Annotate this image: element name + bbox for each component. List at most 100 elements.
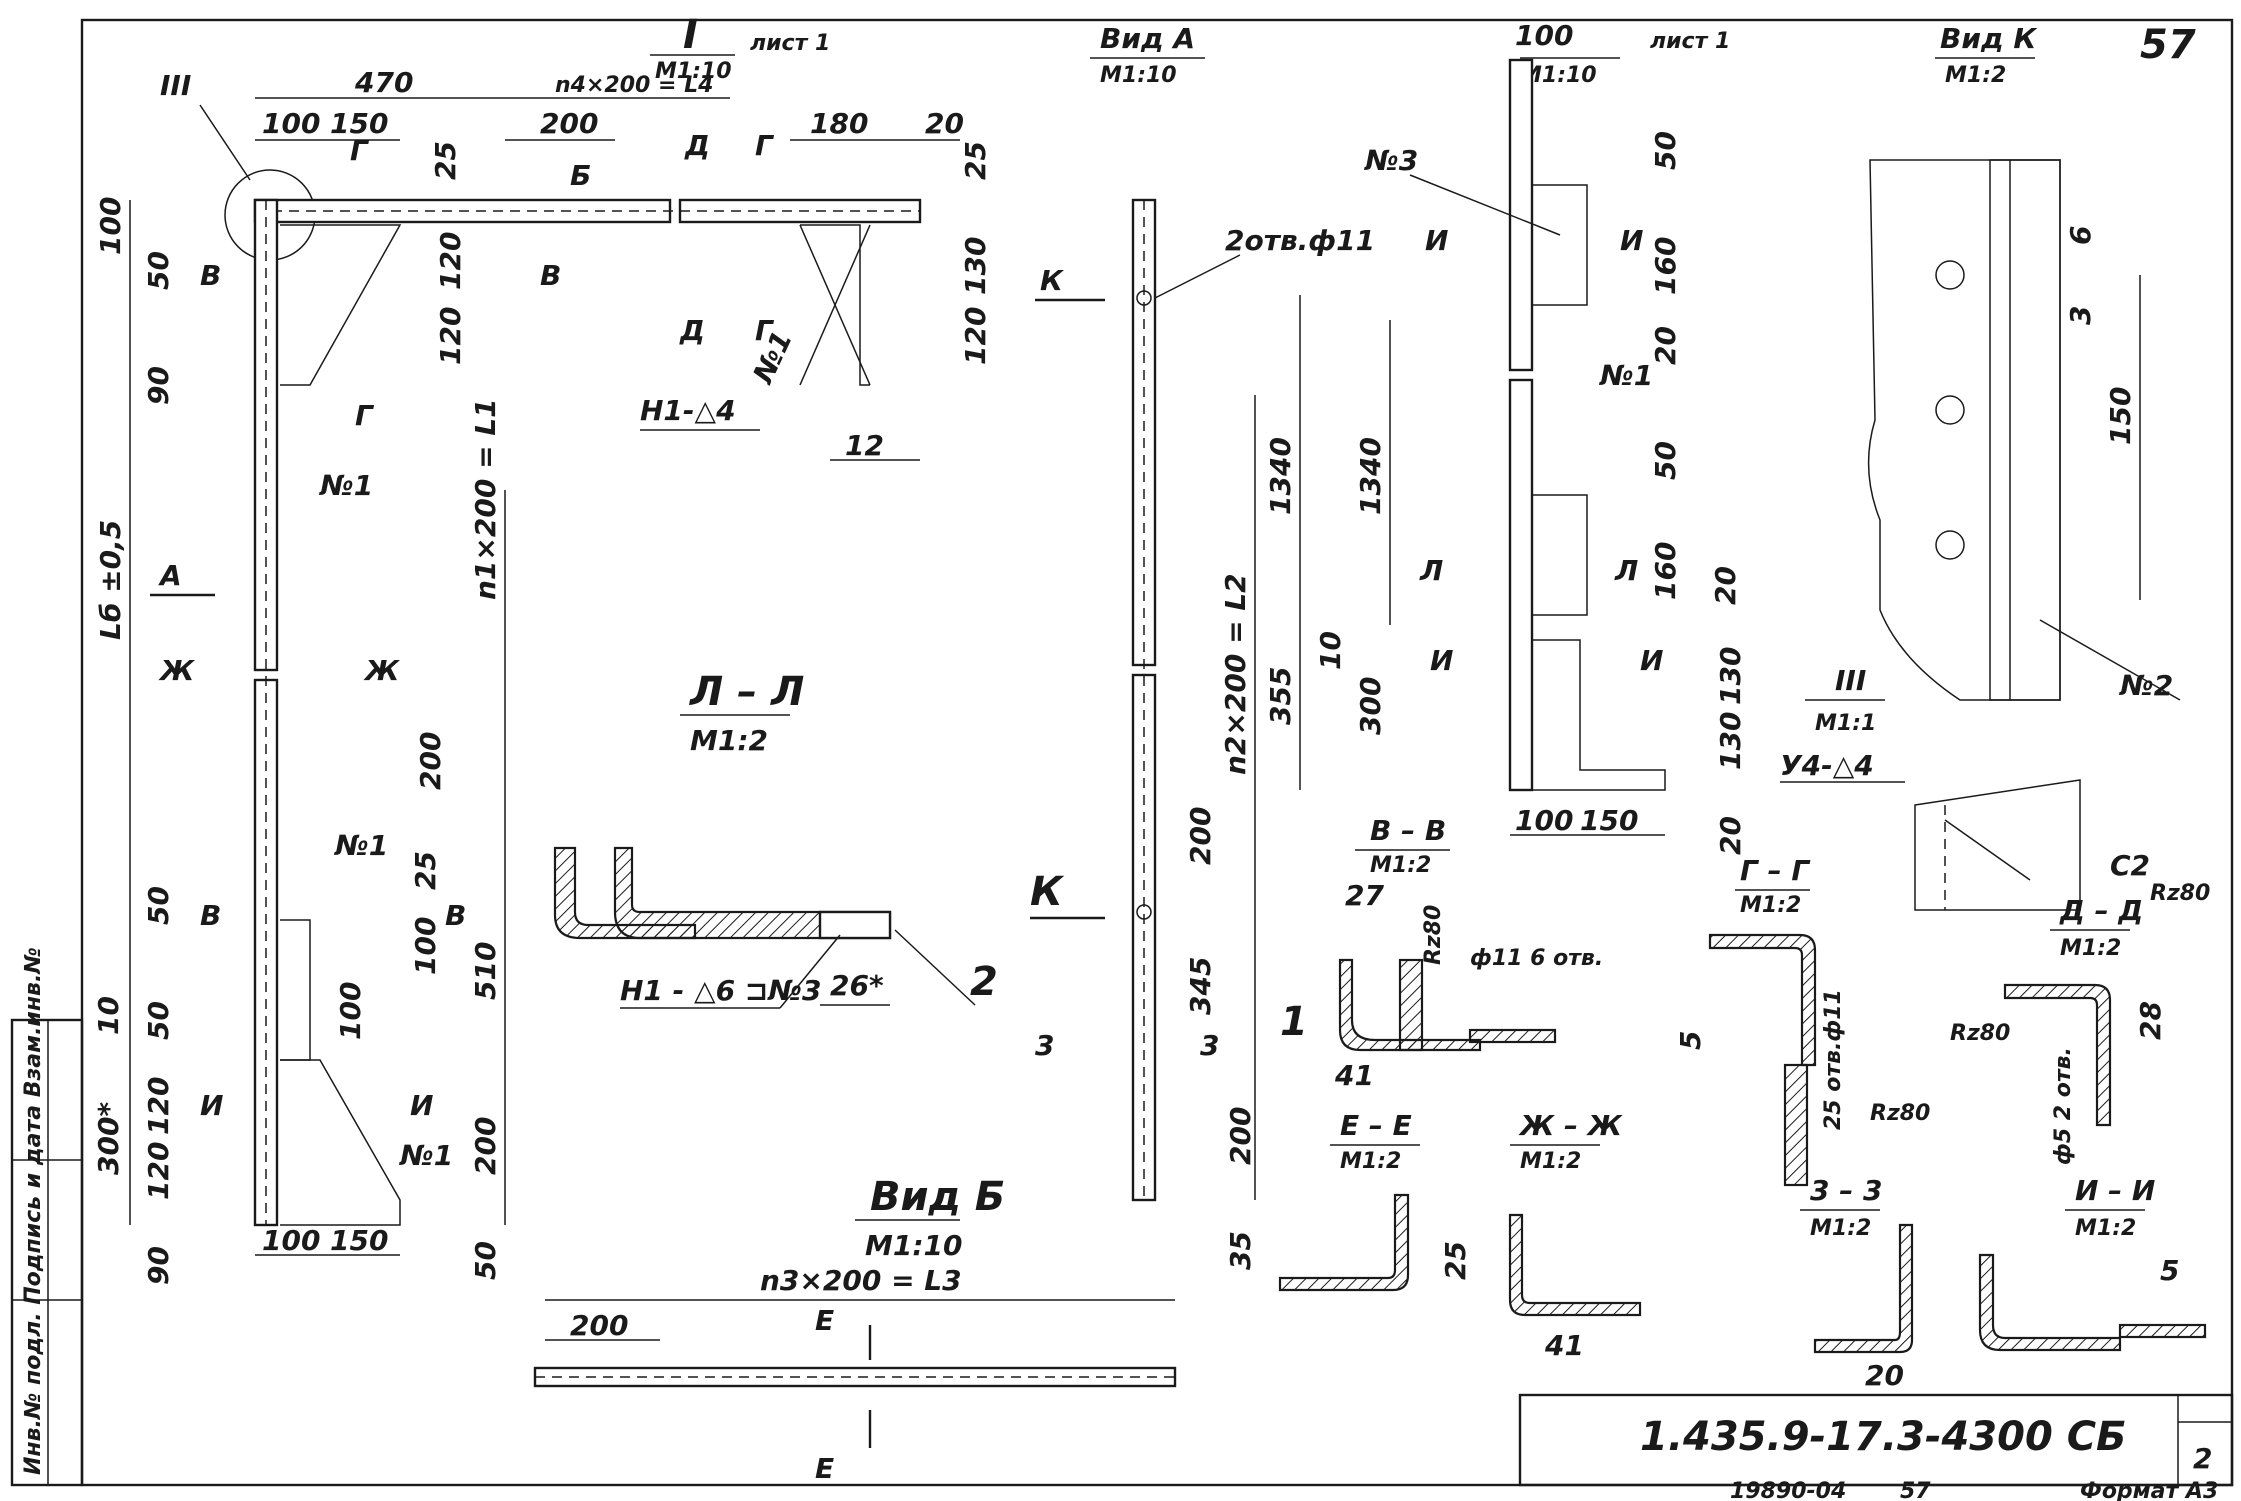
dim-28: 28 xyxy=(2134,1001,2167,1040)
dim-200-top: 200 xyxy=(540,107,598,140)
mark-V-3: В xyxy=(200,899,221,932)
dim-20-m1: 20 xyxy=(1649,326,1682,365)
dim-10-left: 10 xyxy=(92,996,125,1035)
node-III-mark: III xyxy=(160,69,191,102)
dd-angle xyxy=(2003,983,2112,1127)
dim-25-top: 25 xyxy=(429,141,462,180)
view-B: Вид Б М1:10 n3×200 = L3 200 Е Е xyxy=(533,1174,1177,1485)
dim-120-top-b: 120 xyxy=(434,307,467,365)
dim-355: 355 xyxy=(1264,667,1297,725)
dim-12: 12 xyxy=(845,429,884,462)
dim-90-bottom: 90 xyxy=(142,1246,175,1285)
format-label: Формат А3 xyxy=(2080,1479,2218,1501)
dim-510: 510 xyxy=(469,942,502,1000)
dim-300s: 300* xyxy=(92,1102,125,1175)
dim-200-low: 200 xyxy=(469,1117,502,1175)
mark-L-1: Л xyxy=(1419,554,1443,587)
dim-100-top: 100 xyxy=(262,107,320,140)
mid-bar-upper xyxy=(1508,58,1534,372)
bottom-code: 19890-04 xyxy=(1730,1479,1846,1501)
mark-I-2: И xyxy=(410,1089,433,1122)
dim-120-left-a: 120 xyxy=(142,1077,175,1135)
view-k-title: Вид К xyxy=(1940,22,2038,55)
bottom-page: 57 xyxy=(1900,1479,1931,1501)
sec-vv-scale: М1:2 xyxy=(1370,853,1431,878)
view-A: Вид А М1:10 2отв.ф11 К К 3 3 n2×200 = L2… xyxy=(1030,22,1375,1270)
dim-5-gg: 5 xyxy=(1674,1031,1707,1050)
mark-I-5: И xyxy=(1430,644,1453,677)
callout-no1-b: №1 xyxy=(333,829,388,862)
bracket-lower xyxy=(280,1059,401,1226)
ee-angle xyxy=(1278,1193,1410,1292)
sheet-frame: Инв.№ подл. Подпись и дата Взам.инв.№ 1.… xyxy=(10,18,2234,1501)
callout-no1-mid: №1 xyxy=(1598,359,1653,392)
callout-no3: №3 xyxy=(1363,144,1418,177)
mark-G-2: Г xyxy=(355,399,375,432)
dim-3-k: 3 xyxy=(2064,306,2097,325)
mark-I-6: И xyxy=(1640,644,1663,677)
dim-150-k: 150 xyxy=(2104,387,2137,445)
dim-6-k: 6 xyxy=(2064,226,2097,245)
dim-35: 35 xyxy=(1224,1231,1257,1270)
view-k-hole-2 xyxy=(1935,395,1965,425)
dim-120-top-a: 120 xyxy=(434,232,467,290)
hole-25otv: 25 отв.ф11 xyxy=(1821,989,1846,1130)
mark-I-3: И xyxy=(1425,224,1448,257)
mark-G-3: Г xyxy=(755,129,775,162)
dim-50-left-a: 50 xyxy=(142,251,175,290)
callout-no1-c: №1 xyxy=(398,1139,453,1172)
dim-90-left: 90 xyxy=(142,366,175,405)
mark-I-1: И xyxy=(200,1089,223,1122)
dim-2otv: 2отв.ф11 xyxy=(1225,224,1375,257)
section-V-V: В – В М1:2 27 41 1 Rz80 ф11 6 отв. xyxy=(1280,814,1603,1092)
sec-ee-scale: М1:2 xyxy=(1340,1149,1401,1174)
mark-B-top: Б xyxy=(570,159,591,192)
bracket-middle xyxy=(280,919,311,1061)
sec-zhzh-title: Ж – Ж xyxy=(1518,1109,1623,1142)
page-number: 57 xyxy=(2140,22,2196,68)
view-k-outline xyxy=(1867,159,2061,701)
dim-26: 26* xyxy=(830,969,884,1002)
dim-200-a1: 200 xyxy=(1184,807,1217,865)
view-a-scale: М1:10 xyxy=(1100,63,1177,88)
dim-n3: n3×200 = L3 xyxy=(760,1264,962,1297)
sec-dd-title: Д – Д xyxy=(2059,894,2143,927)
view-k-scale: М1:2 xyxy=(1945,63,2006,88)
pos-1-label: 1 xyxy=(1280,999,1308,1045)
view-a-hole-1 xyxy=(1136,290,1152,306)
view-a-title: Вид А xyxy=(1100,22,1195,55)
bracket-cross-b xyxy=(799,224,871,386)
node-III-detail: III М1:1 У4-△4 С2 Rz80 xyxy=(1780,664,2210,911)
dim-50-m2: 50 xyxy=(1649,441,1682,480)
dim-160-m1: 160 xyxy=(1649,237,1682,295)
mark-V-2: В xyxy=(540,259,561,292)
view-b-scale: М1:10 xyxy=(865,1229,963,1262)
mark-K-2: К xyxy=(1030,869,1065,915)
dim-41-zh: 41 xyxy=(1544,1329,1584,1362)
dim-1340-b: 1340 xyxy=(1354,437,1387,515)
dim-20-m3: 20 xyxy=(1714,816,1747,855)
mark-K-1: К xyxy=(1040,264,1065,297)
view-K: Вид К М1:2 150 6 3 №2 xyxy=(1867,22,2181,702)
dim-100-left: 100 xyxy=(94,197,127,255)
mark-G-1: Г xyxy=(350,134,370,167)
main-sheet: лист 1 xyxy=(750,31,830,56)
dim-130-right: 130 xyxy=(959,237,992,295)
dim-200-mid: 200 xyxy=(414,732,447,790)
mark-E-1: Е xyxy=(815,1304,834,1337)
dim-41-vv: 41 xyxy=(1334,1059,1374,1092)
callout-no1-a: №1 xyxy=(318,469,373,502)
c2-label: С2 xyxy=(2110,849,2150,882)
main-view-I: I М1:10 лист 1 III 470 100 150 n4×200 = … xyxy=(92,12,992,1285)
sec-ii-title: И – И xyxy=(2075,1174,2155,1207)
dim-50-left-c: 50 xyxy=(142,1001,175,1040)
dim-130-m1: 130 xyxy=(1714,647,1747,705)
dim-150-bottom: 150 xyxy=(330,1224,388,1257)
dim-345: 345 xyxy=(1184,957,1217,1015)
dim-200-b: 200 xyxy=(570,1309,628,1342)
dim-120-left-b: 120 xyxy=(142,1142,175,1200)
dim-27: 27 xyxy=(1345,879,1384,912)
dim-150-mid-bot: 150 xyxy=(1580,804,1638,837)
dim-25-right: 25 xyxy=(959,141,992,180)
